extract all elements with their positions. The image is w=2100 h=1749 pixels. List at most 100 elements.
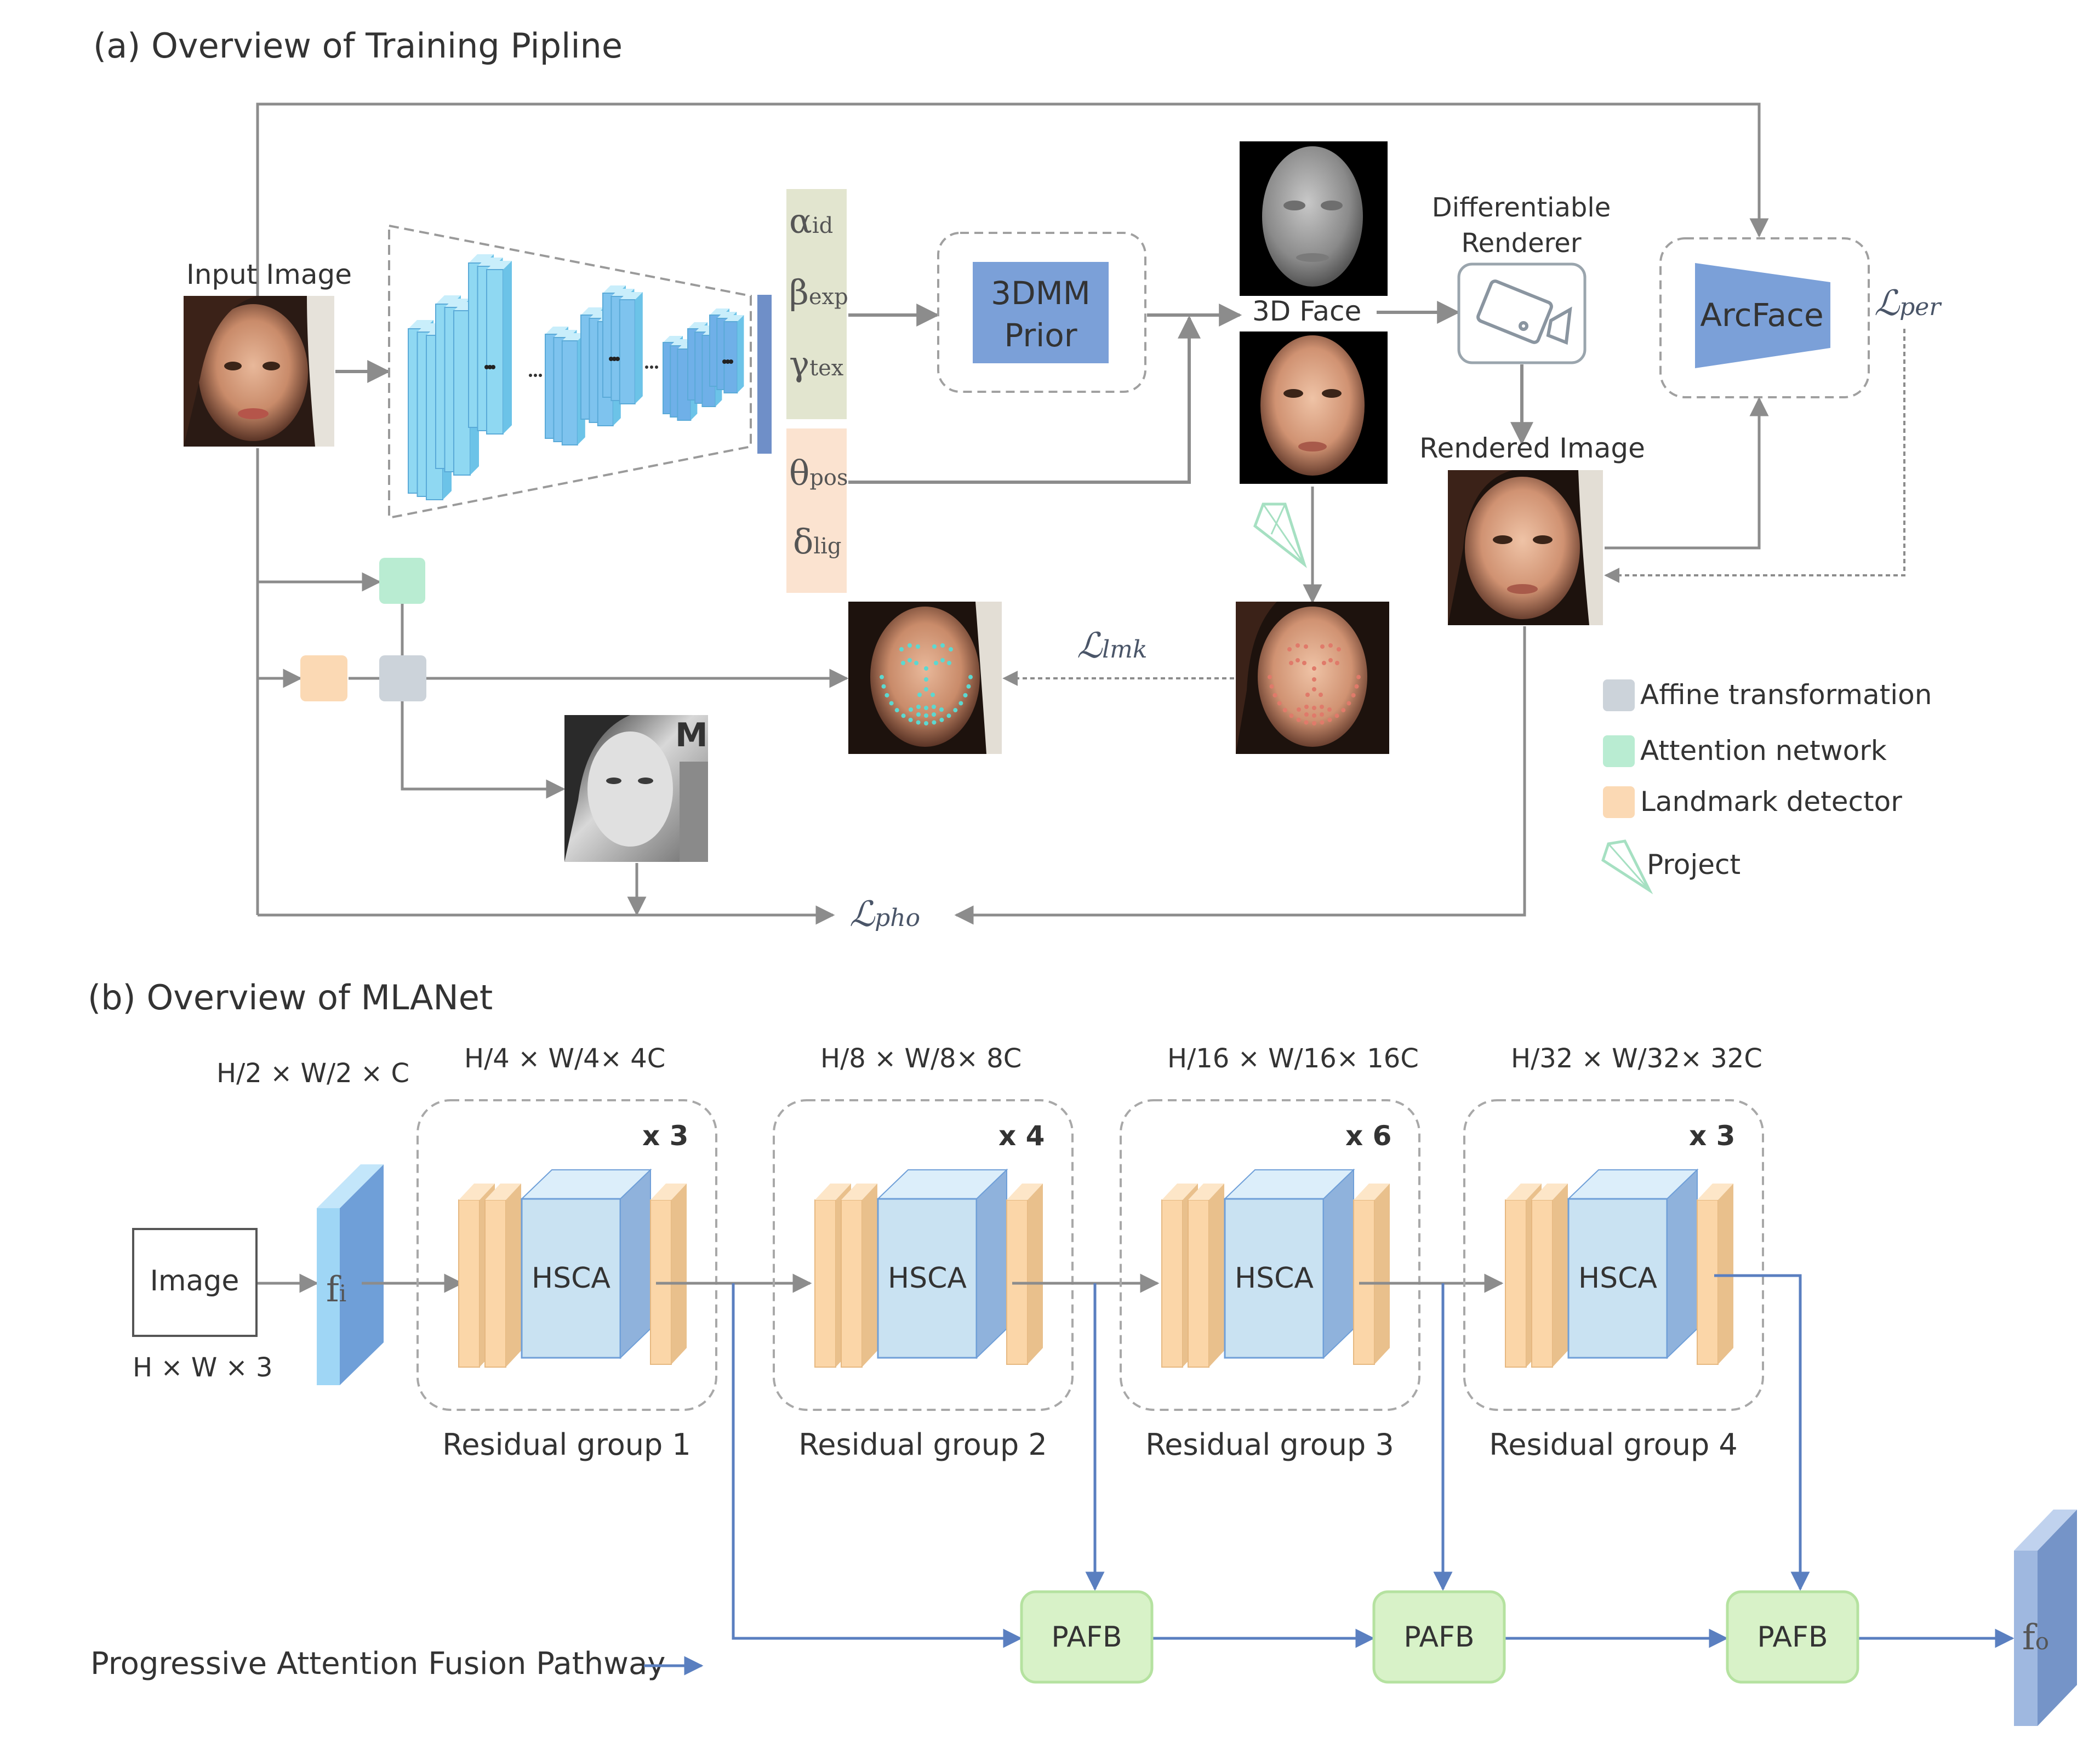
landmark-point [1277, 701, 1282, 706]
group-dim-label: H/16 × W/16× 16C [1167, 1043, 1419, 1074]
per-loss-dashed-line [1604, 329, 1905, 583]
landmark-point [1289, 713, 1294, 718]
landmark-point [1328, 658, 1333, 662]
legend-attention-label: Attention network [1640, 735, 1887, 767]
landmark-point [949, 647, 953, 651]
orange-layer-top [841, 1184, 877, 1200]
orange-layer-top [1188, 1184, 1224, 1200]
landmark-point [1304, 720, 1309, 725]
fi-feature-block [317, 1164, 384, 1385]
ellipsis-dot [539, 374, 542, 377]
landmark-point [924, 687, 928, 691]
landmark-point [966, 684, 971, 689]
landmark-point [881, 684, 886, 689]
arcface-block [1695, 263, 1830, 368]
encoder-layer-top [436, 295, 461, 304]
landmark-point [1312, 677, 1316, 682]
g1-to-pafb1-line [732, 1283, 1023, 1648]
landmark-point [1304, 712, 1309, 717]
fi-dim-label: H/2 × W/2 × C [216, 1058, 409, 1089]
encoder-layer-side [737, 315, 744, 393]
orange-layer-top [485, 1184, 521, 1200]
landmark-point [1296, 643, 1300, 648]
residual-group-frame [1463, 1099, 1764, 1411]
hsca-side [1323, 1168, 1354, 1359]
legend-affine-label: Affine transformation [1640, 679, 1932, 711]
orange-layer-top [1162, 1184, 1198, 1200]
encoder-dot [609, 357, 613, 361]
encoder-dot [729, 359, 733, 364]
encoder-dot [488, 365, 492, 369]
orange-layer [1188, 1199, 1209, 1368]
landmark-point [1354, 684, 1359, 689]
landmark-point [924, 666, 928, 671]
pafb-block-2 [1372, 1590, 1506, 1684]
landmark-point [909, 707, 913, 712]
group-repeat-label: x 4 [998, 1120, 1045, 1152]
hsca-label: HSCA [1235, 1262, 1314, 1295]
renderer-label-1: Differentiable [1432, 192, 1611, 223]
hsca-side [976, 1168, 1007, 1359]
encoder-layer-top [444, 299, 470, 307]
prior-block [973, 262, 1109, 363]
landmark-point [1320, 705, 1324, 709]
landmark-point [1351, 693, 1356, 698]
affine-transform-block [379, 655, 426, 701]
panel-b-title: (b) Overview of MLANet [88, 978, 493, 1018]
legend-project-label: Project [1647, 849, 1741, 881]
orange-layer-top [459, 1184, 495, 1200]
landmark-point [1320, 712, 1324, 717]
landmark-point [1312, 687, 1316, 691]
landmark-point [1346, 701, 1351, 706]
affine-to-mask-arrow [401, 701, 566, 799]
landmark-point [940, 658, 945, 662]
landmark-point [908, 717, 913, 722]
group-label: Residual group 3 [1145, 1427, 1394, 1462]
encoder-layer [723, 321, 738, 393]
landmark-point [940, 643, 945, 648]
ellipsis-dot [529, 374, 532, 377]
image-input-box [132, 1228, 258, 1337]
landmark-point [889, 701, 894, 706]
landmark-point [899, 647, 904, 651]
landmark-point [1297, 707, 1301, 712]
orange-layer-side [506, 1184, 521, 1367]
param-alpha: αid [789, 201, 833, 241]
prior-line1: 3DMM [991, 275, 1091, 312]
orange-layer-side [1209, 1184, 1224, 1367]
legend-affine-swatch [1603, 679, 1635, 711]
landmark-detector-block [300, 655, 347, 701]
pafb-block-3 [1726, 1590, 1859, 1684]
fo-feature-block [2014, 1510, 2077, 1726]
encoder-dot [484, 365, 489, 369]
landmark-point [884, 693, 889, 698]
group-dim-label: H/8 × W/8× 8C [820, 1043, 1022, 1074]
encoder-dot [612, 357, 617, 361]
landmark-point [1272, 693, 1277, 698]
landmark-point [1296, 717, 1301, 722]
landmark-point [1312, 721, 1316, 725]
landmark-point [1337, 647, 1341, 651]
arcface-dashed-box [1659, 237, 1870, 398]
landmark-point [1341, 708, 1346, 713]
param-beta: βexp [789, 272, 848, 312]
residual-group-frame [416, 1099, 717, 1411]
hsca-block [521, 1198, 621, 1359]
landmark-point [924, 713, 928, 718]
image-dim-label: H × W × 3 [133, 1352, 273, 1383]
orange-layer-side [1553, 1184, 1568, 1367]
encoder-layer-top [408, 320, 433, 329]
orange-layer-top [815, 1184, 851, 1200]
param-gamma: γtex [789, 344, 844, 384]
face-3d-label: 3D Face [1252, 295, 1361, 327]
orange-layer-top [1532, 1184, 1568, 1200]
landmark-point [953, 708, 958, 713]
landmark-point [1305, 693, 1310, 697]
landmark-point [1296, 658, 1300, 662]
landmark-point [931, 693, 935, 697]
fi-label: fi [326, 1270, 346, 1310]
hsca-side [1667, 1168, 1698, 1359]
rendered-image-label: Rendered Image [1419, 432, 1645, 464]
hsca-block [1224, 1198, 1325, 1359]
landmark-point [1302, 661, 1306, 665]
